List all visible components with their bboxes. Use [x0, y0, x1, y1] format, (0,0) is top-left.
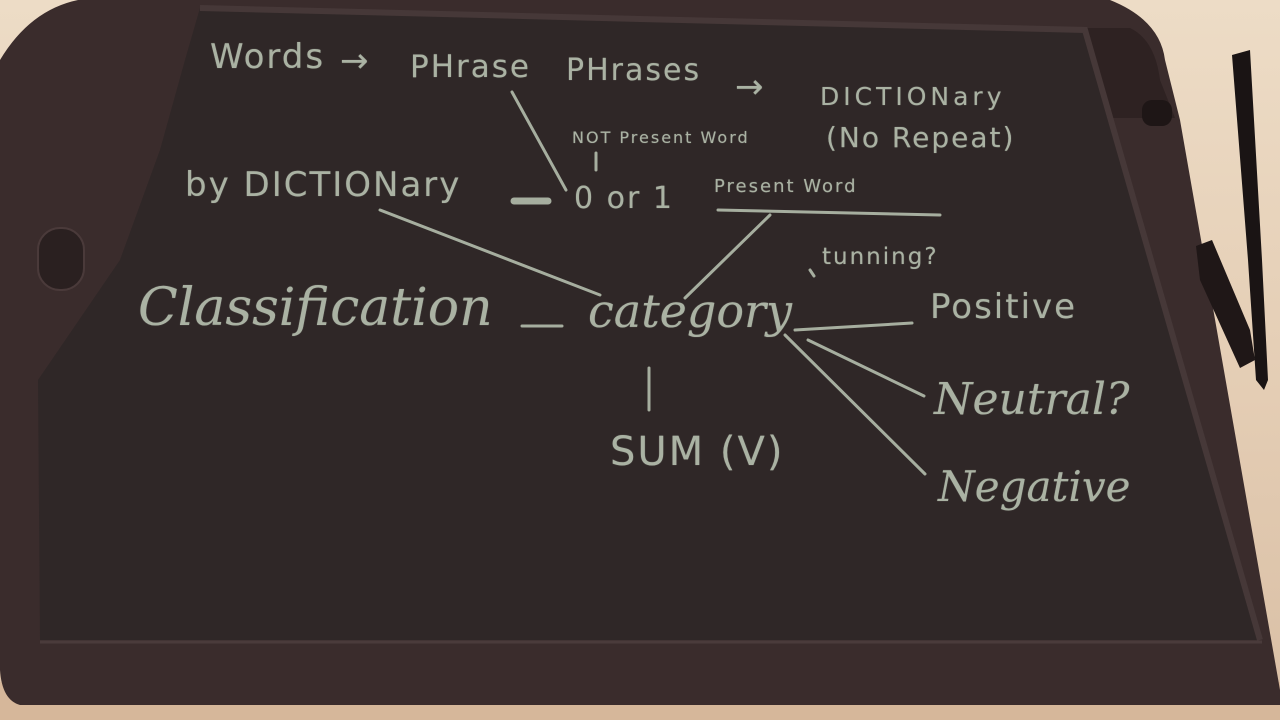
note-category: category — [588, 284, 793, 338]
note-zero-or-one: 0 or 1 — [574, 181, 674, 216]
erase-button[interactable] — [37, 227, 85, 291]
note-arrow-1: → — [340, 41, 371, 81]
line-tunning — [808, 268, 816, 278]
stylus-holder — [1196, 240, 1255, 368]
note-arrow-2: → — [735, 67, 766, 107]
note-phrase: PHrase — [410, 49, 531, 85]
line-positive — [793, 321, 914, 332]
writing-screen — [38, 8, 1260, 640]
note-classification: Classification — [138, 278, 493, 338]
note-dictionary: DICTIONary — [820, 82, 1006, 111]
note-neutral: Neutral? — [934, 374, 1130, 425]
line-underline — [716, 208, 942, 217]
connector-lines — [378, 90, 942, 476]
lock-slot-icon — [1142, 100, 1172, 126]
note-phrases: PHrases — [566, 53, 702, 88]
line-dictionary-to-category — [378, 208, 602, 297]
note-no-repeat: (No Repeat) — [826, 121, 1016, 154]
line-neutral — [806, 338, 926, 398]
note-positive: Positive — [930, 287, 1078, 327]
note-negative: Negative — [938, 462, 1131, 511]
line-phrase-to-zero — [510, 90, 568, 192]
note-present-word: Present Word — [714, 176, 858, 197]
note-sum: SUM (V) — [610, 429, 785, 475]
tablet-corner — [1085, 28, 1175, 118]
line-present-to-category — [683, 213, 772, 300]
note-by-dictionary: by DICTIONary — [185, 165, 462, 205]
note-words: Words — [210, 37, 326, 77]
line-negative — [783, 333, 927, 476]
screen-bevel — [199, 5, 1263, 641]
stylus-pen[interactable] — [1232, 50, 1268, 390]
note-tunning: tunning? — [822, 244, 939, 270]
note-not-present-word: NOT Present Word — [572, 128, 750, 147]
